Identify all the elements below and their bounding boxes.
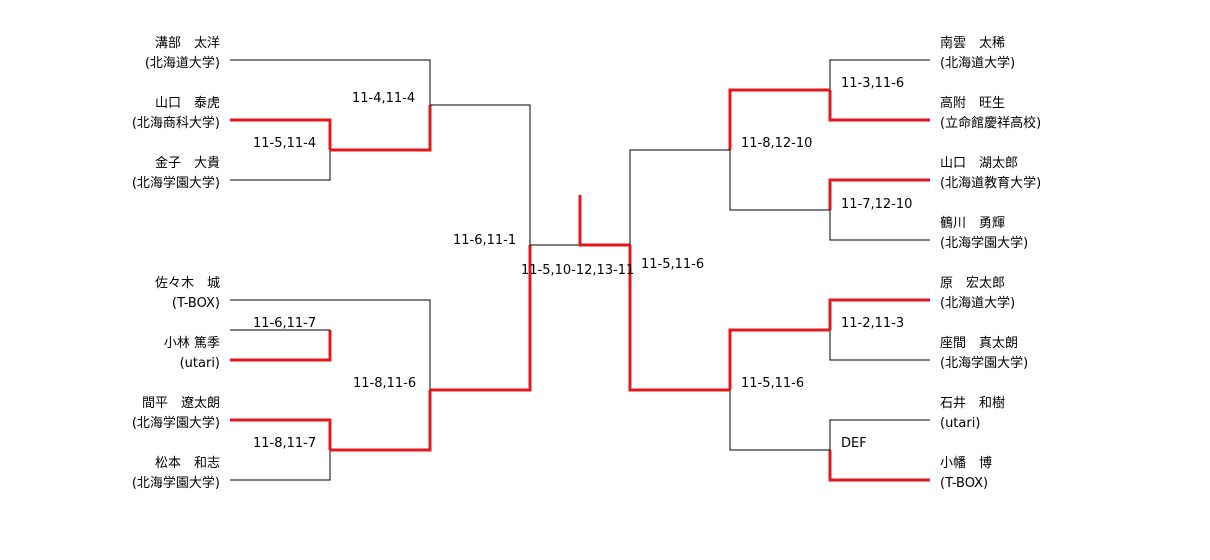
score-right-r1-b: 11-7,12-10 [841, 197, 913, 212]
player-team: (北海学園大学) [940, 236, 1029, 251]
right-player-8: 小幡 博 (T-BOX) [940, 454, 992, 494]
player-name: 間平 遼太朗 [141, 396, 220, 411]
line-佐々木 [230, 299, 431, 390]
line-final-champion [578, 195, 630, 247]
player-name: 鶴川 勇輝 [940, 216, 1006, 231]
player-name: 高附 旺生 [940, 96, 1006, 111]
score-right-r2-bottom: 11-5,11-6 [741, 376, 805, 391]
player-name: 山口 湖太郎 [940, 156, 1019, 171]
player-team: (北海学園大学) [131, 416, 220, 431]
score-left-semi: 11-6,11-1 [453, 233, 517, 248]
line-right-r1-b-out [729, 150, 830, 211]
left-player-4: 佐々木 城 (T-BOX) [155, 274, 220, 314]
player-name: 座間 真太朗 [940, 336, 1019, 351]
player-name: 原 宏太郎 [940, 276, 1006, 291]
line-南雲 [829, 59, 930, 90]
right-player-4: 鶴川 勇輝 (北海学園大学) [940, 214, 1028, 254]
left-player-1: 溝部 太洋 (北海道大学) [145, 34, 220, 74]
player-name: 小幡 博 [940, 456, 993, 471]
score-left-r1-top: 11-5,11-4 [253, 136, 317, 151]
score-final: 11-5,10-12,13-11 [521, 263, 635, 278]
line-原 [828, 298, 930, 330]
score-right-r2-top: 11-8,12-10 [741, 136, 813, 151]
score-right-r1-c: 11-2,11-3 [841, 316, 905, 331]
player-team: (T-BOX) [940, 476, 989, 491]
line-left-r1-b-win [330, 390, 432, 452]
line-right-r2-bottom-win [628, 245, 730, 392]
left-player-6: 間平 遼太朗 (北海学園大学) [132, 394, 220, 434]
player-name: 小林 篤季 [163, 336, 220, 351]
right-player-6: 座間 真太朗 (北海学園大学) [940, 334, 1028, 374]
line-right-r2-top-out [629, 149, 730, 245]
score-left-r2-bottom: 11-8,11-6 [353, 376, 417, 391]
player-name: 松本 和志 [154, 456, 220, 471]
player-team: (北海商科大学) [131, 116, 220, 131]
line-小林 [230, 330, 332, 362]
player-name: 石井 和樹 [940, 396, 1006, 411]
player-team: (北海道大学) [940, 296, 1016, 311]
player-name: 金子 大貴 [154, 156, 220, 171]
line-山口泰虎 [230, 118, 332, 150]
line-left-r1-top-win [330, 105, 432, 152]
line-高附 [828, 90, 930, 122]
player-team: (T-BOX) [171, 296, 220, 311]
right-player-7: 石井 和樹 (utari) [940, 394, 1005, 434]
player-team: (北海道大学) [144, 56, 220, 71]
line-right-r1-d-out [729, 390, 830, 451]
left-player-7: 松本 和志 (北海学園大学) [132, 454, 220, 494]
left-player-3: 金子 大貴 (北海学園大学) [132, 154, 220, 194]
score-right-r1-a: 11-3,11-6 [841, 76, 905, 91]
score-left-r2-top: 11-4,11-4 [352, 91, 416, 106]
player-team: (北海道教育大学) [940, 176, 1042, 191]
player-team: (北海学園大学) [131, 476, 220, 491]
right-player-5: 原 宏太郎 (北海道大学) [940, 274, 1015, 314]
line-right-r1-a-win [728, 88, 830, 150]
line-松本 [230, 450, 331, 481]
line-left-r2-bottom-out [430, 245, 532, 392]
line-石井 [829, 419, 930, 450]
player-team: (立命館慶祥高校) [940, 116, 1042, 131]
player-team: (北海学園大学) [940, 356, 1029, 371]
left-player-2: 山口 泰虎 (北海商科大学) [132, 94, 220, 134]
line-left-r2-top-out [430, 104, 531, 245]
player-team: (北海道大学) [940, 56, 1016, 71]
score-right-semi: 11-5,11-6 [641, 257, 705, 272]
right-player-3: 山口 湖太郎 (北海道教育大学) [940, 154, 1041, 194]
line-小幡 [828, 450, 930, 482]
score-left-r1-a: 11-6,11-7 [253, 316, 317, 331]
right-player-1: 南雲 太稀 (北海道大学) [940, 34, 1015, 74]
line-山口湖太郎 [828, 178, 930, 210]
player-team: (utari) [940, 416, 981, 431]
player-team: (北海学園大学) [131, 176, 220, 191]
line-right-r1-c-win [728, 328, 830, 390]
player-name: 山口 泰虎 [154, 96, 220, 111]
line-溝部 [230, 59, 431, 105]
score-left-r1-b: 11-8,11-7 [253, 436, 317, 451]
player-name: 佐々木 城 [154, 276, 220, 291]
right-player-2: 高附 旺生 (立命館慶祥高校) [940, 94, 1041, 134]
line-鶴川 [829, 210, 930, 241]
score-right-r1-d: DEF [841, 436, 867, 451]
left-player-5: 小林 篤季 (utari) [164, 334, 220, 374]
line-金子 [230, 150, 331, 181]
player-name: 南雲 太稀 [940, 36, 1006, 51]
line-間平 [230, 418, 332, 450]
player-name: 溝部 太洋 [154, 36, 220, 51]
player-team: (utari) [179, 356, 220, 371]
line-座間 [829, 330, 930, 361]
